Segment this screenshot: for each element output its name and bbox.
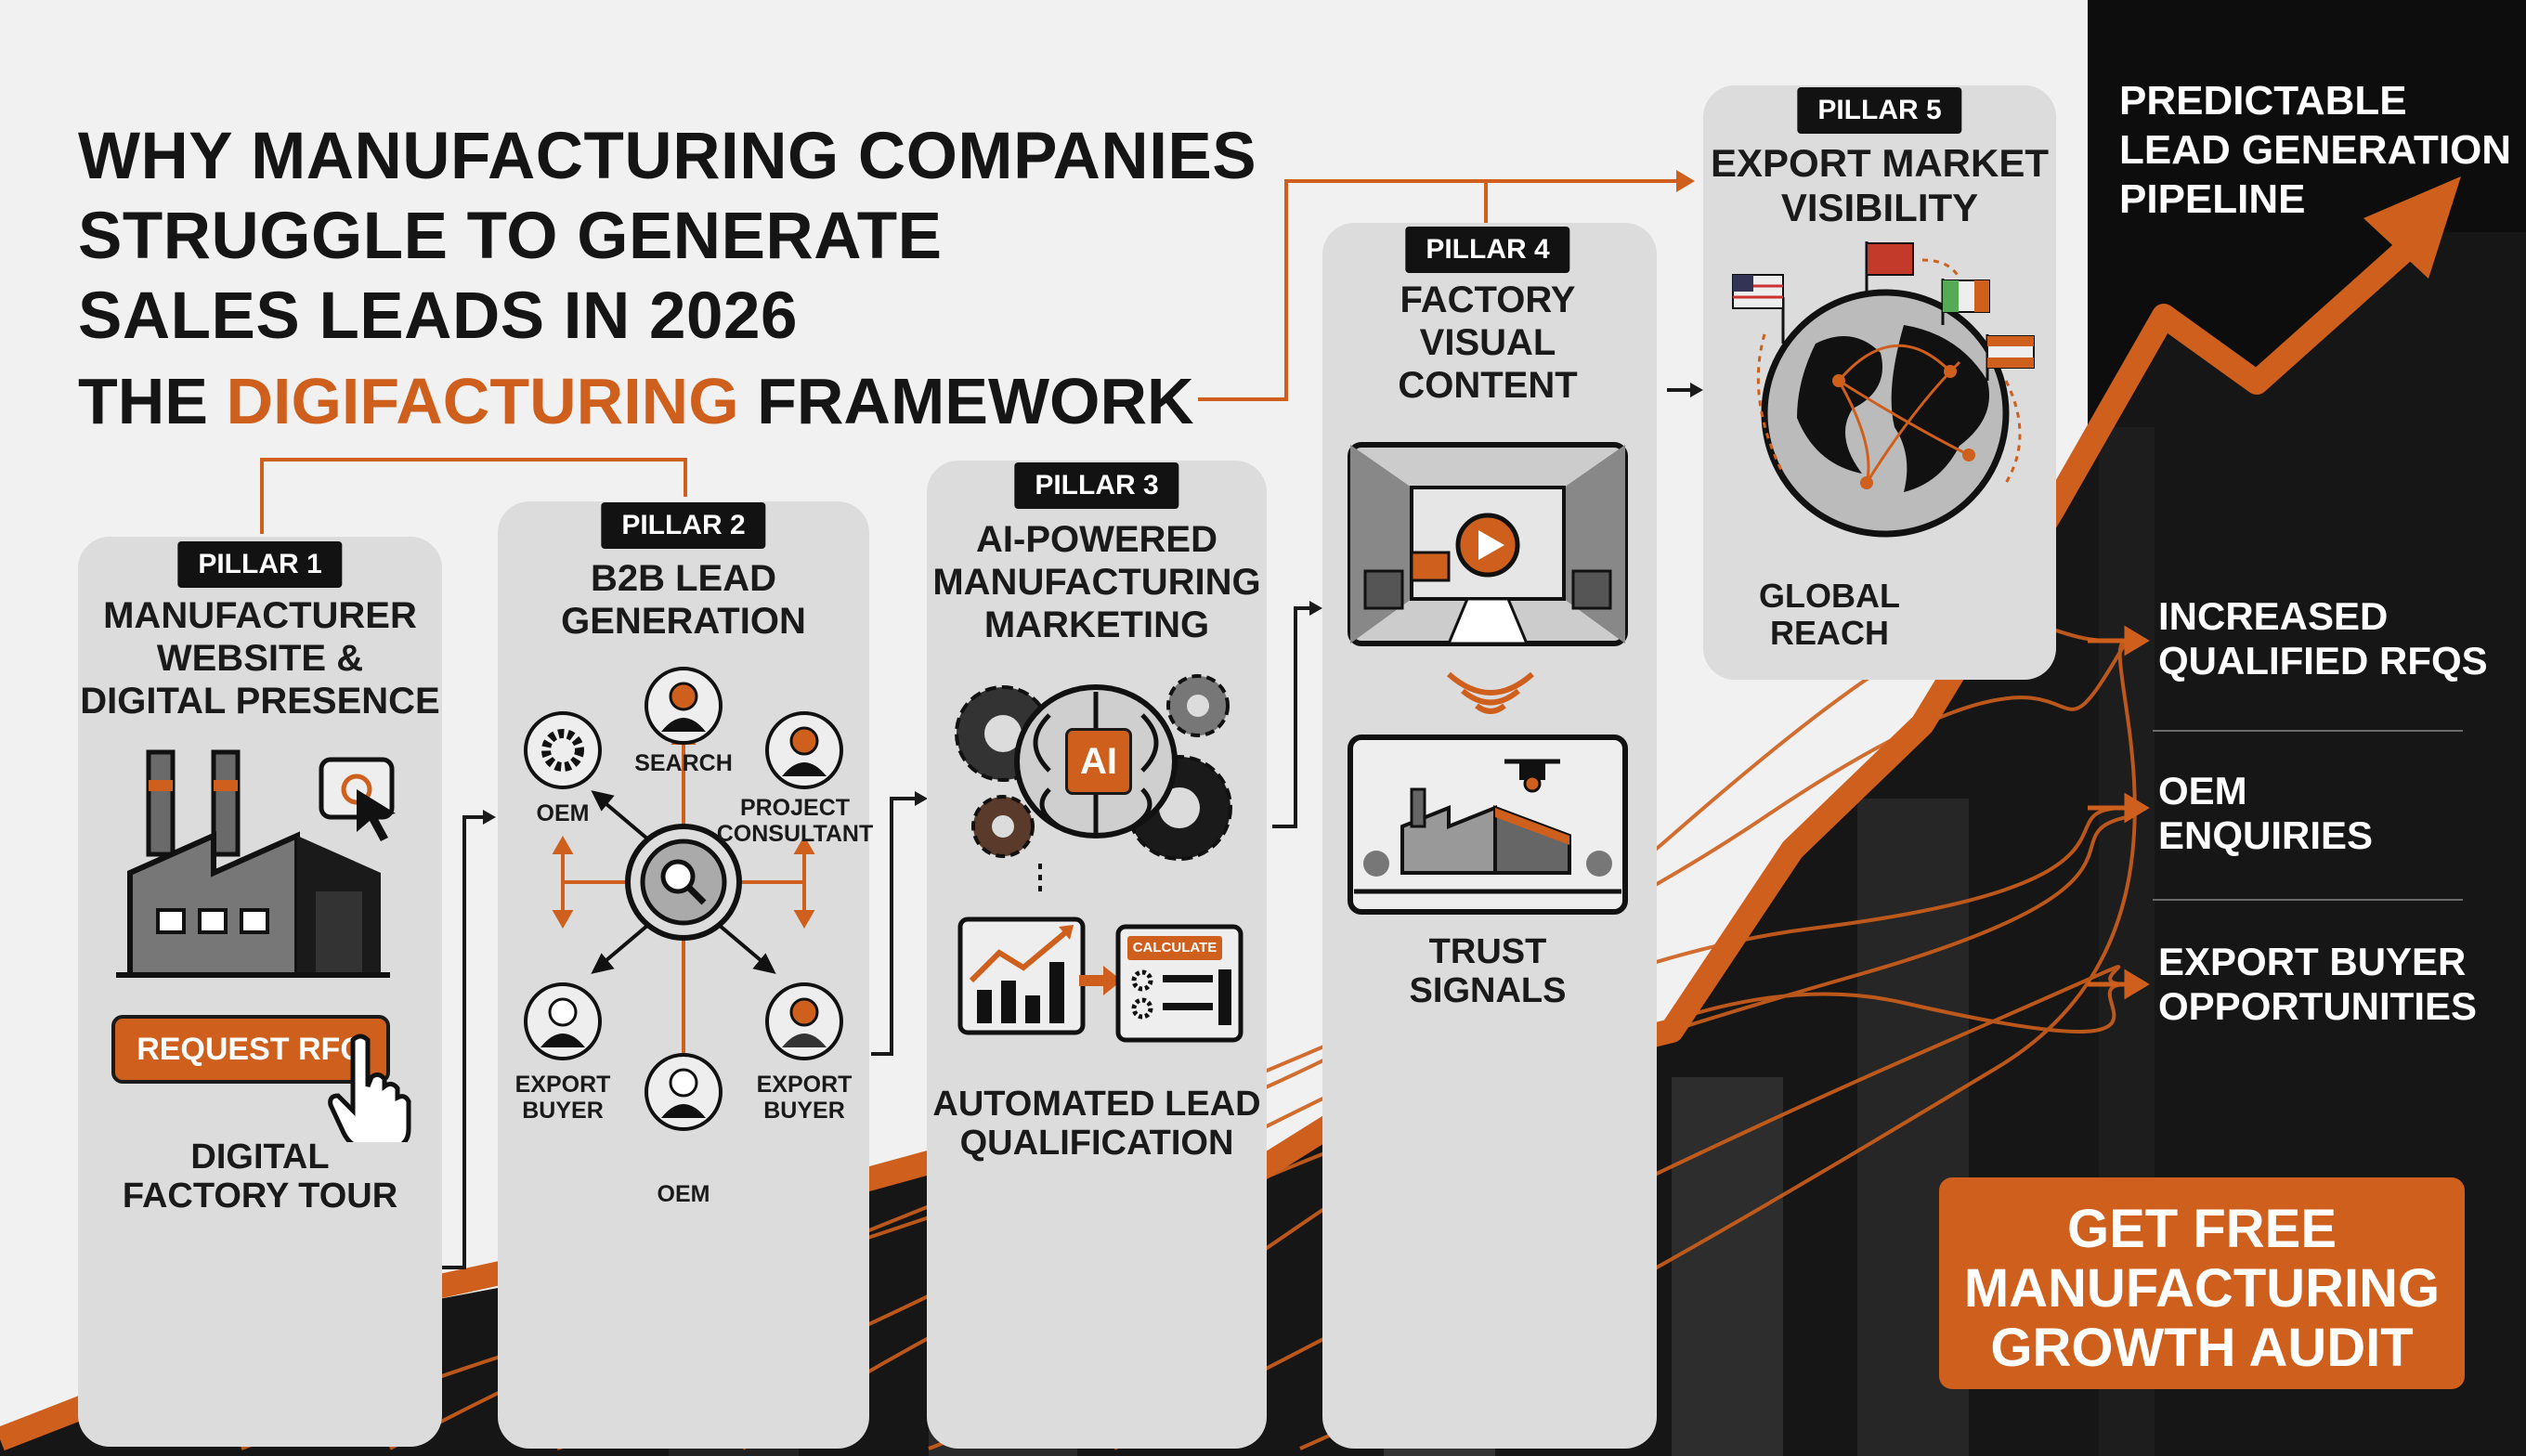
calculate-label: CALCULATE <box>1127 936 1222 960</box>
pillar-1-badge: PILLAR 1 <box>177 541 343 588</box>
global-reach-label: GLOBAL REACH <box>1759 577 1900 652</box>
node-label-export-buyer-right: EXPORT BUYER <box>756 1072 853 1124</box>
person-icon <box>765 711 843 789</box>
request-rfq-button[interactable]: REQUEST RFQ <box>111 1015 390 1084</box>
person-icon <box>524 982 602 1060</box>
factory-icon <box>116 749 390 978</box>
node-label-oem-bottom: OEM <box>657 1181 710 1207</box>
flag-icon <box>1732 274 1785 344</box>
hand-pointer-icon <box>328 1034 411 1142</box>
growth-arrow-head <box>2363 176 2461 279</box>
pillar-5-title: EXPORT MARKET VISIBILITY <box>1710 141 2049 229</box>
person-icon <box>765 982 843 1060</box>
arrow-right-icon <box>1079 966 1122 995</box>
digital-factory-tour-label: DIGITAL FACTORY TOUR <box>122 1138 398 1216</box>
pillar-5-badge: PILLAR 5 <box>1797 87 1962 134</box>
factory-video-icon <box>1348 442 1628 646</box>
trust-signals-label: TRUST SIGNALS <box>1409 932 1567 1010</box>
flag-icon <box>1986 334 2035 381</box>
cursor-icon <box>319 757 396 841</box>
chart-icon <box>957 916 1086 1035</box>
automated-lead-qualification-label: AUTOMATED LEAD QUALIFICATION <box>932 1085 1261 1163</box>
framework-accent: DIGIFACTURING <box>226 365 739 437</box>
framework-heading: THE DIGIFACTURING FRAMEWORK <box>78 364 1194 438</box>
title-line-2: STRUGGLE TO GENERATE <box>78 199 943 273</box>
person-icon <box>645 1053 723 1131</box>
pillar-3-title: AI-POWERED MANUFACTURING MARKETING <box>932 519 1261 645</box>
node-label-project-consultant: PROJECT CONSULTANT <box>716 795 874 847</box>
drone-factory-icon <box>1348 734 1628 915</box>
gear-icon <box>524 711 602 789</box>
node-label-oem-top: OEM <box>536 800 590 826</box>
flag-icon <box>1941 279 1990 325</box>
node-label-export-buyer-left: EXPORT BUYER <box>514 1072 611 1124</box>
person-icon <box>645 667 723 745</box>
drone-icon <box>1504 759 1560 793</box>
node-label-search: SEARCH <box>634 750 733 776</box>
title-line-3: SALES LEADS IN 2026 <box>78 279 798 353</box>
pillar-1-card <box>78 537 442 1447</box>
outcome-arrows <box>2088 625 2150 1000</box>
pillar-4-title: FACTORY VISUAL CONTENT <box>1398 280 1578 406</box>
pipeline-heading: PREDICTABLE LEAD GENERATION PIPELINE <box>2119 78 2512 222</box>
pillar-3-badge: PILLAR 3 <box>1014 462 1179 509</box>
ai-chip-icon: AI <box>1065 728 1132 795</box>
globe-icon <box>1732 241 2035 538</box>
pillar-2-badge: PILLAR 2 <box>601 502 766 549</box>
title-line-1: WHY MANUFACTURING COMPANIES <box>78 119 1257 193</box>
pillar-2-title: B2B LEAD GENERATION <box>561 558 806 642</box>
outcome-export-buyer: EXPORT BUYER OPPORTUNITIES <box>2158 940 2478 1028</box>
signal-waves-icon <box>1447 671 1534 714</box>
flag-icon <box>1865 241 1914 297</box>
growth-audit-cta-button[interactable]: GET FREE MANUFACTURING GROWTH AUDIT <box>1939 1177 2465 1389</box>
magnifier-icon <box>660 859 707 905</box>
top-connectors <box>260 179 1676 534</box>
framework-post: FRAMEWORK <box>738 365 1194 437</box>
pillar-1-title: MANUFACTURER WEBSITE & DIGITAL PRESENCE <box>80 595 440 722</box>
outcome-qualified-rfqs: INCREASED QUALIFIED RFQs <box>2158 594 2488 682</box>
framework-pre: THE <box>78 365 227 437</box>
lead-network-diagram <box>524 667 843 1131</box>
outcome-oem-enquiries: OEM ENQUIRIES <box>2158 769 2374 857</box>
pillar-4-badge: PILLAR 4 <box>1405 227 1570 273</box>
page-title: WHY MANUFACTURING COMPANIES STRUGGLE TO … <box>78 117 1397 357</box>
outcome-divider <box>2153 899 2463 901</box>
outcome-divider <box>2153 730 2463 732</box>
